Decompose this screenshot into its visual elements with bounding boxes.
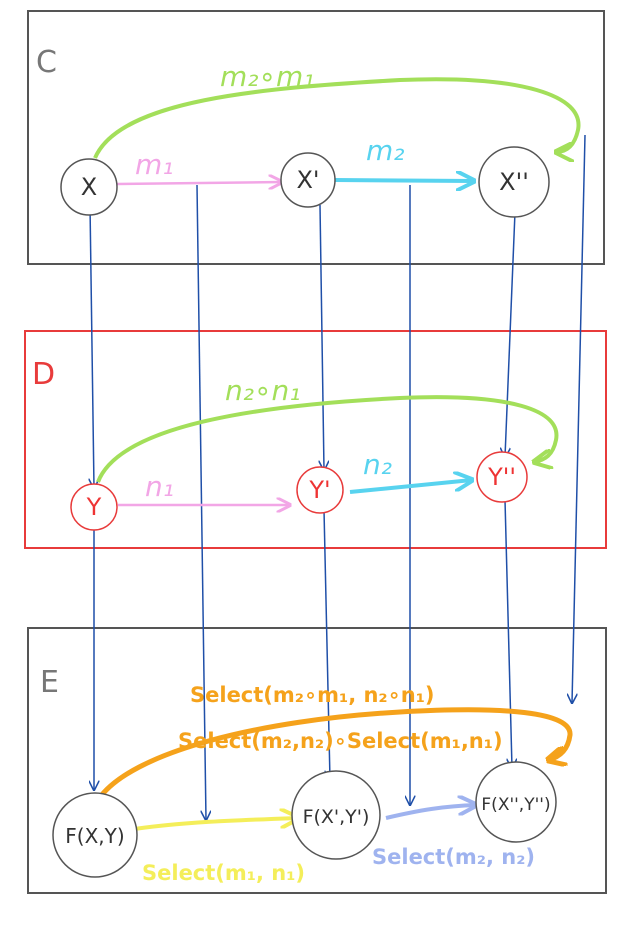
label-n2-n1: n₂∘n₁ bbox=[225, 374, 300, 407]
arrow-select-m2-n2 bbox=[385, 805, 476, 820]
label-n1: n₁ bbox=[145, 470, 174, 503]
label-n2: n₂ bbox=[363, 448, 392, 481]
svg-text:Y': Y' bbox=[308, 476, 330, 504]
arrow-select-m1-n1 bbox=[127, 818, 298, 832]
arrow-m1 bbox=[116, 182, 282, 184]
node-y-double-prime: Y'' bbox=[476, 451, 528, 503]
label-select-compose: Select(m₂,n₂)∘Select(m₁,n₁) bbox=[178, 729, 503, 753]
functor-arrow-y2-fxy2 bbox=[504, 499, 512, 768]
label-m2: m₂ bbox=[366, 134, 405, 167]
functor-arrow-composite-select bbox=[572, 134, 586, 703]
arrow-m2 bbox=[334, 180, 474, 181]
node-fxy-double-prime: F(X'',Y'') bbox=[475, 761, 557, 843]
svg-text:F(X',Y'): F(X',Y') bbox=[303, 806, 370, 828]
arrow-m2-m1 bbox=[93, 77, 581, 158]
functor-arrow-x2-y2 bbox=[505, 211, 516, 457]
category-d-box bbox=[24, 330, 607, 549]
category-d-label: D bbox=[32, 357, 55, 392]
functor-arrows bbox=[90, 134, 586, 820]
svg-text:F(X'',Y''): F(X'',Y'') bbox=[481, 795, 550, 815]
node-y-prime: Y' bbox=[296, 466, 344, 514]
svg-text:F(X,Y): F(X,Y) bbox=[65, 824, 124, 848]
functor-arrow-x-y bbox=[90, 204, 94, 488]
functor-arrow-y1-fxy1 bbox=[323, 509, 330, 780]
svg-text:X: X bbox=[81, 173, 97, 201]
label-select-m1-n1: Select(m₁, n₁) bbox=[142, 861, 305, 885]
node-x: X bbox=[60, 158, 118, 216]
arrow-n2-n1 bbox=[96, 395, 559, 483]
node-fxy: F(X,Y) bbox=[52, 792, 138, 878]
svg-text:X': X' bbox=[296, 166, 319, 194]
node-fxy-prime: F(X',Y') bbox=[291, 770, 381, 860]
functor-arrow-m1-select bbox=[196, 184, 206, 820]
node-x-double-prime: X'' bbox=[478, 146, 550, 218]
arrow-select-composite bbox=[95, 707, 573, 802]
svg-text:Y: Y bbox=[86, 493, 102, 521]
node-y: Y bbox=[70, 483, 118, 531]
label-m2-m1: m₂∘m₁ bbox=[220, 60, 315, 93]
category-e-label: E bbox=[40, 665, 59, 700]
svg-text:Y'': Y'' bbox=[487, 463, 516, 491]
label-select-composite: Select(m₂∘m₁, n₂∘n₁) bbox=[190, 683, 435, 707]
functor-arrow-x1-y1 bbox=[320, 204, 324, 470]
svg-text:X'': X'' bbox=[499, 168, 529, 196]
node-x-prime: X' bbox=[280, 152, 336, 208]
arrow-n2 bbox=[349, 480, 472, 494]
label-m1: m₁ bbox=[135, 148, 174, 181]
category-c-label: C bbox=[36, 45, 57, 80]
category-c-box bbox=[27, 10, 605, 265]
category-e-box bbox=[27, 627, 607, 894]
label-select-m2-n2: Select(m₂, n₂) bbox=[372, 845, 535, 869]
